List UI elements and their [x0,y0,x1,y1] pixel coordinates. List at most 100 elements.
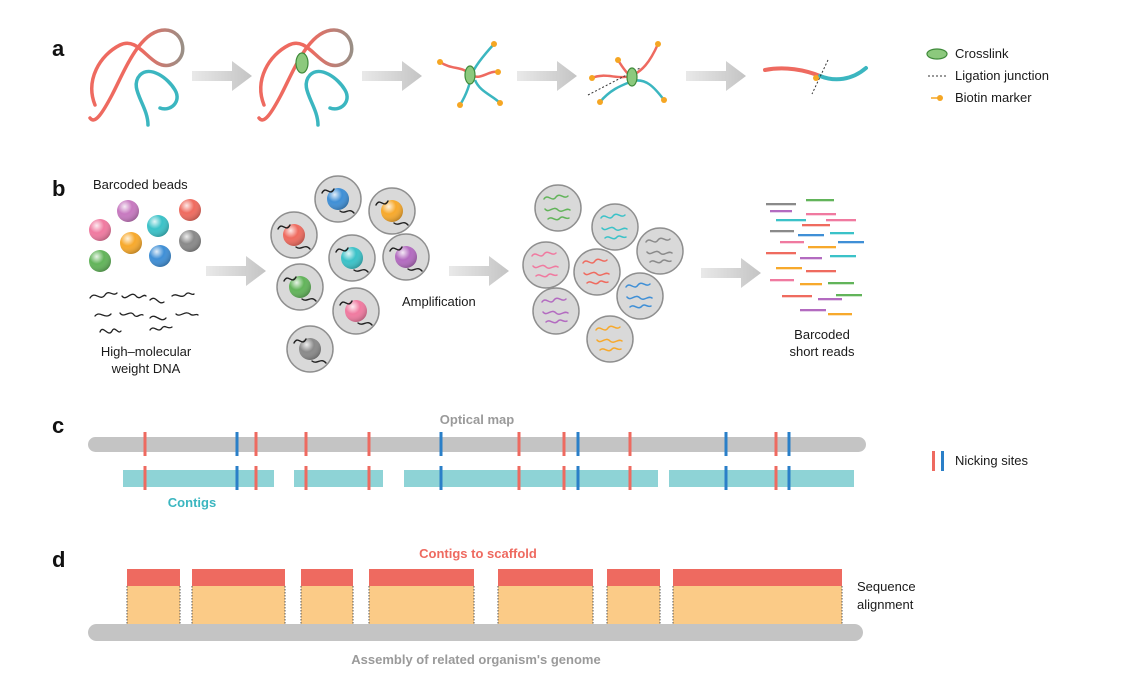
bead [117,200,139,222]
contig-3 [404,470,658,487]
amplified-droplet [636,227,684,275]
droplet [368,187,416,235]
nick-mark [517,466,521,490]
nick-mark [576,432,580,456]
nick-mark [517,432,521,456]
droplet-bead [283,224,305,246]
related-genome-bar [88,624,863,641]
panel-a-letter: a [52,36,65,61]
nick-mark [304,466,308,490]
short-read [830,255,856,258]
nick-mark [724,466,728,490]
legend-ligation: Ligation junction [955,68,1049,83]
droplet [332,287,380,335]
nick-mark [576,466,580,490]
short-read [818,298,842,301]
arrow-a4 [686,61,746,91]
legend-biotin: Biotin marker [955,90,1032,105]
barcoded-short-reads [766,199,864,316]
bead [120,232,142,254]
short-read [802,224,830,227]
nick-mark [254,466,258,490]
short-read [782,295,812,298]
nick-mark [628,432,632,456]
amplified-droplet [522,241,570,289]
nick-mark [143,432,147,456]
crosslink-legend-icon [926,48,948,60]
reads-label-1: Barcoded [794,327,850,342]
amplified-droplet [586,315,634,363]
nick-mark [143,466,147,490]
short-read [806,270,836,273]
nick-mark [367,432,371,456]
short-read [800,257,822,260]
nick-mark [235,466,239,490]
short-read [828,313,852,316]
hmw-dna-label-2: weight DNA [111,361,181,376]
chromatin-stage-4 [587,41,667,105]
droplet [286,325,334,373]
hmw-dna-label-1: High–molecular [101,344,192,359]
arrow-b3 [701,258,761,288]
panel-a-legend: Crosslink Ligation junction Biotin marke… [926,46,1049,105]
short-read [836,294,862,297]
droplet-bead [345,300,367,322]
nick-mark [439,466,443,490]
arrow-a3 [517,61,577,91]
nick-mark [724,432,728,456]
amplified-droplet [532,287,580,335]
panel-d-letter: d [52,547,65,572]
contig-2 [294,470,383,487]
short-read [806,213,836,216]
arrow-a2 [362,61,422,91]
arrow-b1 [206,256,266,286]
nicking-sites-label: Nicking sites [955,453,1028,468]
nick-mark [254,432,258,456]
droplet-bead [289,276,311,298]
short-read [800,283,822,286]
chromatin-stage-5 [763,59,868,95]
nick-mark [562,432,566,456]
short-read [798,234,824,237]
arrow-b2 [449,256,509,286]
nick-mark [439,432,443,456]
nick-mark [787,466,791,490]
panel-d: d Contigs to scaffold Assembly of relate… [52,546,916,667]
short-read [766,203,796,206]
nicking-sites [143,432,791,490]
amplification-label: Amplification [402,294,476,309]
sequence-alignment-label-1: Sequence [857,579,916,594]
droplet [276,263,324,311]
nick-mark [367,466,371,490]
amplified-droplet [591,203,639,251]
optical-map-bar [88,437,866,452]
bead [147,215,169,237]
panel-c: c Optical map Contigs Nicking sites [52,412,1028,510]
bead [89,219,111,241]
nick-mark [774,466,778,490]
genome-label: Assembly of related organism's genome [351,652,600,667]
chromatin-stage-2 [257,28,354,127]
short-read [766,252,796,255]
bead [179,230,201,252]
barcoded-beads-label: Barcoded beads [93,177,188,192]
scaffold-contig [368,569,475,624]
scaffold-contig [191,569,286,624]
amplified-droplet [534,184,582,232]
short-read [806,199,834,202]
amplified-droplets [522,184,684,363]
panel-b-letter: b [52,176,65,201]
nick-mark [304,432,308,456]
barcoded-beads [89,199,201,272]
nick-mark [235,432,239,456]
reads-label-2: short reads [789,344,855,359]
chromatin-stage-3 [437,41,503,108]
legend-crosslink: Crosslink [955,46,1009,61]
panel-a: a [52,28,1049,127]
contig-4 [669,470,854,487]
short-read [776,219,806,222]
optical-map-label: Optical map [440,412,514,427]
short-read [770,230,794,233]
nick-mark [787,432,791,456]
